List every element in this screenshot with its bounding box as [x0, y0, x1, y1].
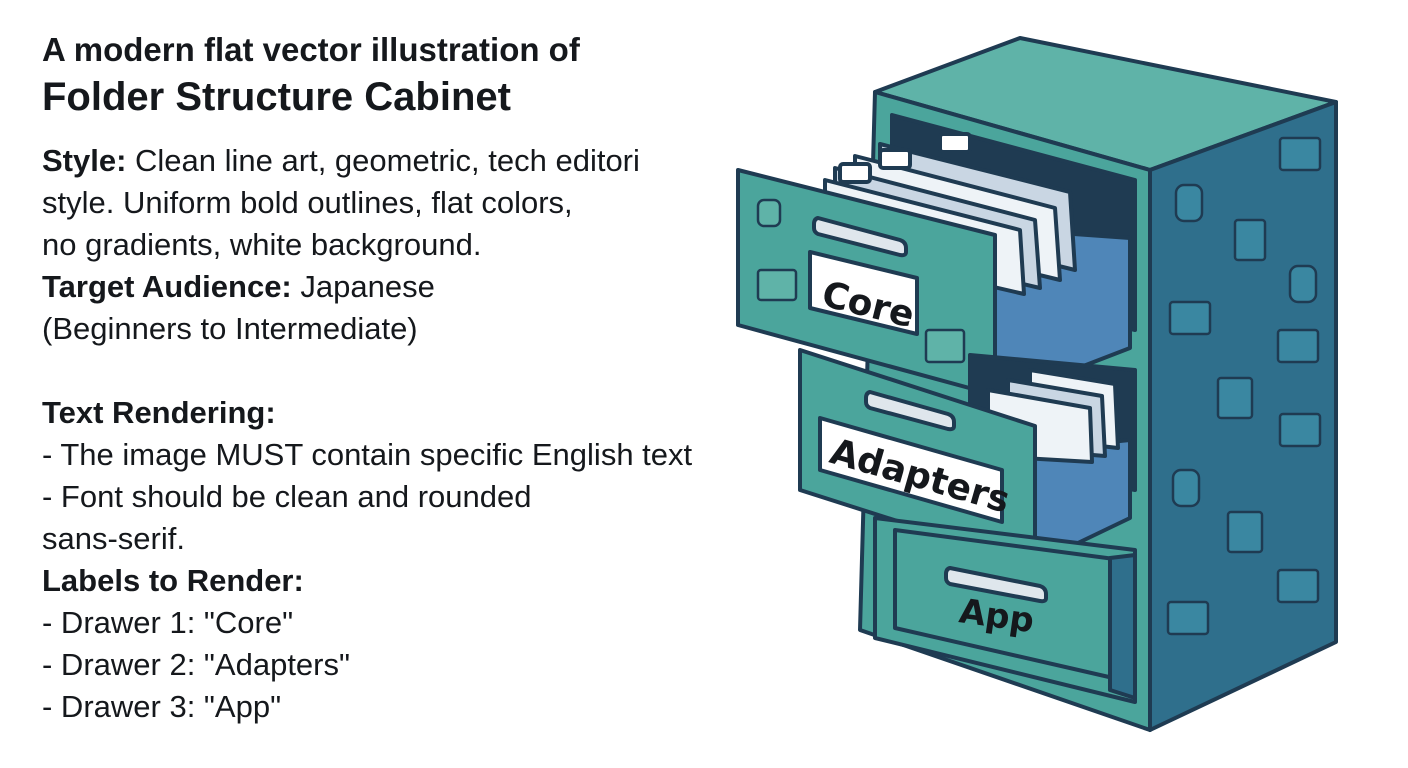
document-icon — [1233, 218, 1267, 262]
window-icon — [1276, 568, 1320, 604]
spacer — [42, 350, 812, 392]
drawer-2-handle[interactable] — [864, 390, 956, 432]
window-icon — [1278, 412, 1322, 448]
drawer-2-label-bg — [818, 416, 1004, 524]
style-line-3: no gradients, white background. — [42, 227, 482, 262]
prompt-text: A modern flat vector illustration of Fol… — [42, 28, 812, 728]
audience-line-2: (Beginners to Intermediate) — [42, 311, 418, 346]
document-icon — [1216, 376, 1254, 420]
drawer-3-shadow — [1108, 553, 1137, 700]
text-rendering-line-1: - The image MUST contain specific Englis… — [42, 437, 693, 472]
database-icon — [1171, 468, 1201, 508]
style-text-1: Clean line art, geometric, tech editori — [126, 143, 640, 178]
drawer-1-handle[interactable] — [812, 216, 908, 258]
audience-label: Target Audience: — [42, 269, 292, 304]
code-icon — [1226, 510, 1264, 554]
filing-cabinet: Core Adapters App — [736, 36, 1338, 732]
style-line-1: Style: Clean line art, geometric, tech e… — [42, 140, 812, 182]
labels-label: Labels to Render: — [42, 563, 304, 598]
window-icon — [1278, 136, 1322, 172]
drawer-1-label-bg — [808, 250, 919, 336]
labels-item-1: - Drawer 1: "Core" — [42, 605, 294, 640]
text-rendering-line-3: sans-serif. — [42, 521, 185, 556]
style-label: Style: — [42, 143, 127, 178]
database-icon — [1288, 264, 1318, 304]
audience-line-1: Target Audience: Japanese — [42, 266, 812, 308]
audience-value: Japanese — [291, 269, 435, 304]
labels-item-3: - Drawer 3: "App" — [42, 689, 282, 724]
database-icon — [756, 198, 782, 228]
style-line-2: style. Uniform bold outlines, flat color… — [42, 185, 573, 220]
window-icon — [1166, 600, 1210, 636]
window-icon — [924, 328, 966, 364]
window-icon — [1276, 328, 1320, 364]
side-icons — [1166, 136, 1322, 636]
labels-item-2: - Drawer 2: "Adapters" — [42, 647, 351, 682]
code-icon — [756, 268, 798, 302]
heading-line-2: Folder Structure Cabinet — [42, 75, 511, 119]
drawer-3-handle[interactable] — [944, 566, 1048, 604]
database-icon — [1174, 183, 1204, 223]
text-rendering-line-2: - Font should be clean and rounded — [42, 479, 532, 514]
window-icon — [1168, 300, 1212, 336]
text-rendering-label: Text Rendering: — [42, 395, 276, 430]
heading-line-1: A modern flat vector illustration of — [42, 31, 580, 68]
